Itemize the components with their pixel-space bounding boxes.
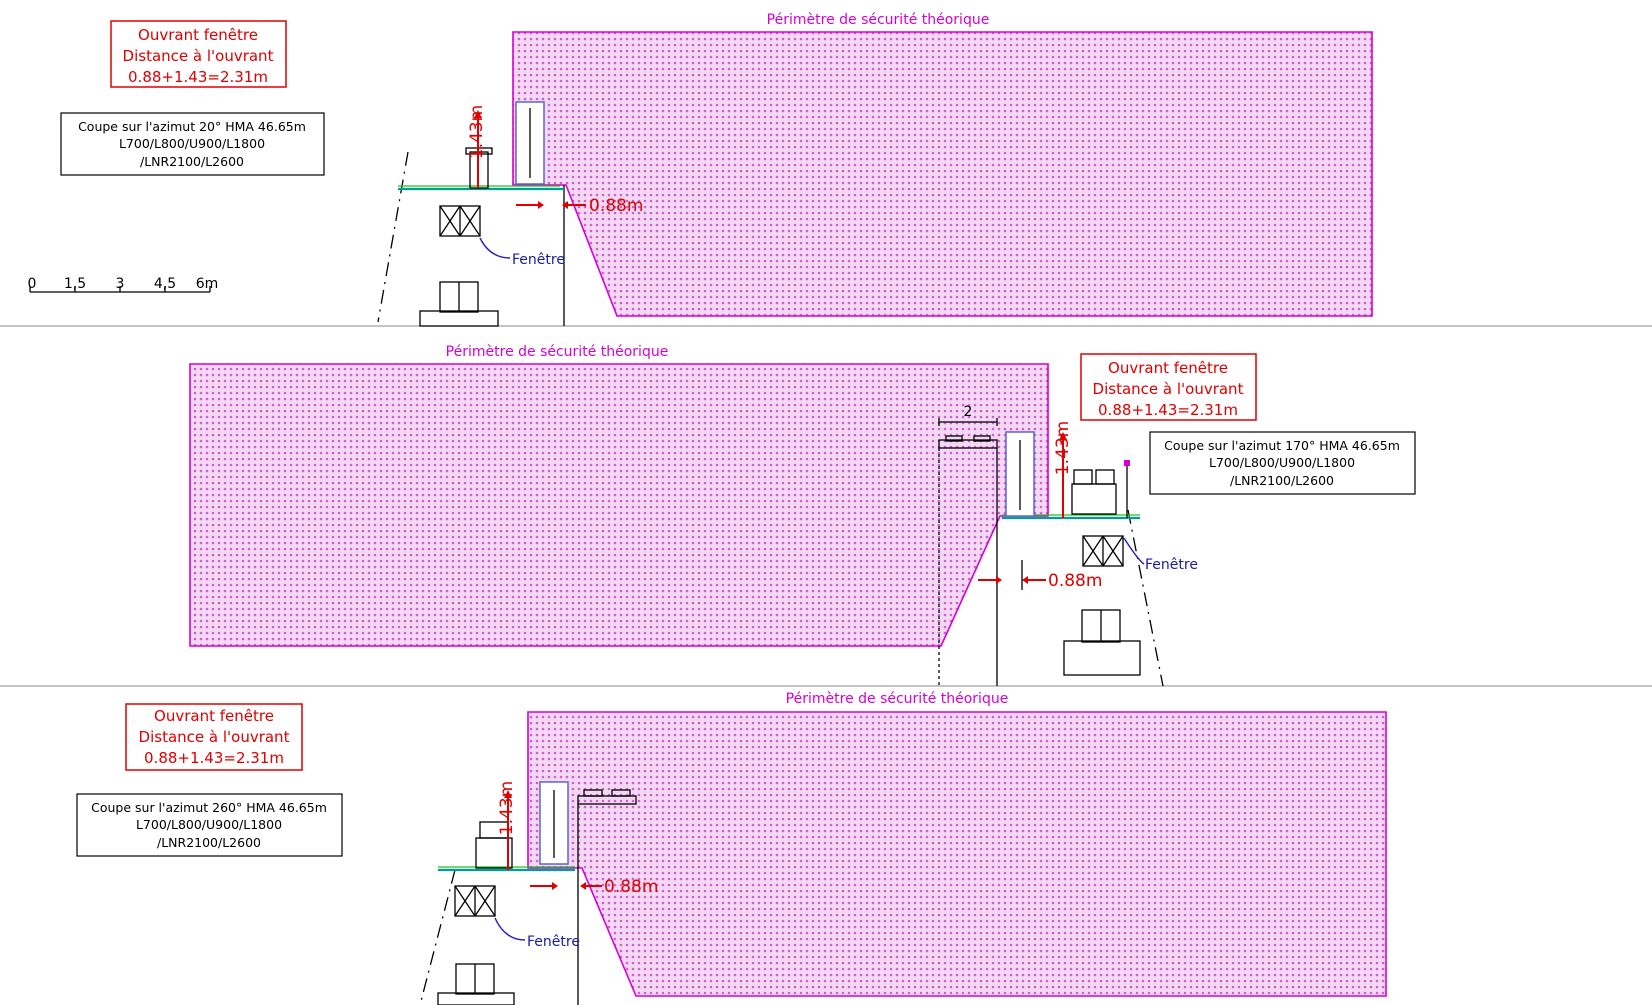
safety-perimeter-zone bbox=[189, 363, 1049, 647]
svg-text:L700/L800/U900/L1800: L700/L800/U900/L1800 bbox=[119, 136, 265, 151]
scale-label: 6m bbox=[196, 276, 219, 292]
building-section bbox=[419, 781, 575, 1005]
opening-callout: Ouvrant fenêtre Distance à l'ouvrant 0.8… bbox=[125, 703, 303, 771]
opening-callout: Ouvrant fenêtre Distance à l'ouvrant 0.8… bbox=[1080, 353, 1257, 421]
dimension-annotations: 1.43m 0.88m Fenêtre bbox=[978, 421, 1198, 591]
svg-text:/LNR2100/L2600: /LNR2100/L2600 bbox=[1230, 473, 1334, 488]
opening-callout: Ouvrant fenêtre Distance à l'ouvrant 0.8… bbox=[110, 20, 287, 88]
perimeter-label: Périmètre de sécurité théorique bbox=[786, 691, 1009, 707]
safety-perimeter-zone bbox=[527, 711, 1387, 997]
svg-text:/LNR2100/L2600: /LNR2100/L2600 bbox=[157, 835, 261, 850]
svg-text:L700/L800/U900/L1800: L700/L800/U900/L1800 bbox=[1209, 455, 1355, 470]
window-label: Fenêtre bbox=[1145, 557, 1198, 573]
dimension-annotations: 1.43m 0.88m Fenêtre bbox=[467, 105, 643, 268]
dim-vertical-label: 1.43m bbox=[1053, 421, 1073, 475]
perimeter-label: Périmètre de sécurité théorique bbox=[446, 344, 669, 360]
window-label: Fenêtre bbox=[527, 934, 580, 950]
svg-text:Coupe sur l'azimut 170° HMA 46: Coupe sur l'azimut 170° HMA 46.65m bbox=[1164, 438, 1400, 453]
dimension-annotations: 1.43m 0.88m Fenêtre bbox=[494, 781, 658, 950]
scale-label: 1,5 bbox=[64, 276, 86, 292]
svg-text:Ouvrant fenêtre: Ouvrant fenêtre bbox=[138, 26, 258, 44]
dim-vertical-label: 1.43m bbox=[497, 781, 517, 835]
svg-text:/LNR2100/L2600: /LNR2100/L2600 bbox=[140, 154, 244, 169]
window-label: Fenêtre bbox=[512, 252, 565, 268]
section-2: Périmètre de sécurité théorique Ouvrant … bbox=[189, 344, 1416, 687]
scale-label: 4,5 bbox=[154, 276, 176, 292]
cut-label-box: Coupe sur l'azimut 20° HMA 46.65m L700/L… bbox=[60, 112, 325, 176]
svg-text:L700/L800/U900/L1800: L700/L800/U900/L1800 bbox=[136, 817, 282, 832]
dim-horizontal-label: 0.88m bbox=[589, 196, 643, 216]
svg-text:0.88+1.43=2.31m: 0.88+1.43=2.31m bbox=[144, 749, 284, 767]
scale-label: 0 bbox=[28, 276, 37, 292]
svg-text:0.88+1.43=2.31m: 0.88+1.43=2.31m bbox=[128, 68, 268, 86]
cut-label-box: Coupe sur l'azimut 170° HMA 46.65m L700/… bbox=[1149, 431, 1416, 495]
building-section bbox=[1002, 431, 1164, 687]
svg-text:Coupe sur l'azimut 260° HMA 46: Coupe sur l'azimut 260° HMA 46.65m bbox=[91, 800, 327, 815]
svg-text:0.88+1.43=2.31m: 0.88+1.43=2.31m bbox=[1098, 401, 1238, 419]
section-3: Périmètre de sécurité théorique Ouvrant … bbox=[76, 691, 1387, 1005]
adjacent-building: 2 bbox=[938, 404, 998, 686]
svg-text:Distance à l'ouvrant: Distance à l'ouvrant bbox=[139, 728, 290, 746]
dim-horizontal-label: 0.88m bbox=[1048, 571, 1102, 591]
svg-text:Ouvrant fenêtre: Ouvrant fenêtre bbox=[1108, 359, 1228, 377]
perimeter-label: Périmètre de sécurité théorique bbox=[767, 12, 990, 28]
section-1: Périmètre de sécurité théorique Ouvrant … bbox=[28, 12, 1373, 327]
dim-horizontal-label: 0.88m bbox=[604, 877, 658, 897]
svg-text:Distance à l'ouvrant: Distance à l'ouvrant bbox=[1093, 380, 1244, 398]
cut-label-box: Coupe sur l'azimut 260° HMA 46.65m L700/… bbox=[76, 793, 343, 857]
scale-label: 3 bbox=[116, 276, 125, 292]
adjacent-building bbox=[577, 789, 637, 1005]
scale-bar: 0 1,5 3 4,5 6m bbox=[28, 276, 219, 293]
building-dim-label: 2 bbox=[964, 404, 973, 420]
svg-text:Distance à l'ouvrant: Distance à l'ouvrant bbox=[123, 47, 274, 65]
safety-perimeter-zone bbox=[512, 31, 1373, 317]
svg-text:Coupe sur l'azimut 20° HMA 46.: Coupe sur l'azimut 20° HMA 46.65m bbox=[78, 119, 306, 134]
svg-text:Ouvrant fenêtre: Ouvrant fenêtre bbox=[154, 707, 274, 725]
dim-vertical-label: 1.43m bbox=[467, 105, 487, 159]
